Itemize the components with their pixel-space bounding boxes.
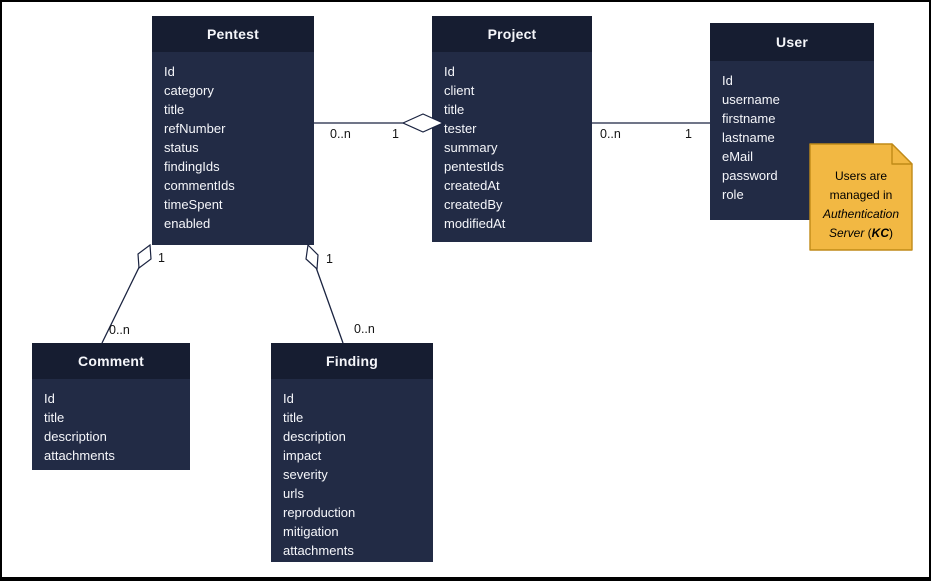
entity-field: eMail xyxy=(722,149,754,164)
entity-field: Id xyxy=(283,391,294,406)
entity-field: pentestIds xyxy=(444,159,504,174)
entity-field: description xyxy=(44,429,107,444)
entity-field: Id xyxy=(722,73,733,88)
entity-field: lastname xyxy=(722,130,775,145)
entity-comment-fields: Id title description attachments xyxy=(32,379,190,465)
cardinality-pentest-project-target: 1 xyxy=(392,127,399,141)
entity-field: reproduction xyxy=(283,505,356,520)
entity-field: mitigation xyxy=(283,524,339,539)
entity-field: impact xyxy=(283,448,322,463)
entity-pentest[interactable]: Pentest Id category title refNumber status fi… xyxy=(152,16,314,245)
entity-field: Id xyxy=(164,64,175,79)
entity-field: username xyxy=(722,92,780,107)
note-line: managed in xyxy=(829,188,893,202)
entity-pentest-fields: Id category title refNumber status findingIds… xyxy=(152,52,314,233)
entity-field: description xyxy=(283,429,346,444)
entity-field: commentIds xyxy=(164,178,235,193)
entity-field: findingIds xyxy=(164,159,220,174)
entity-user-title: User xyxy=(710,23,874,61)
entity-field: tester xyxy=(444,121,477,136)
aggregation-diamond-icon xyxy=(137,243,152,270)
entity-field: role xyxy=(722,187,744,202)
entity-finding[interactable]: Finding Id title description impact severity… xyxy=(271,343,433,562)
entity-field: createdBy xyxy=(444,197,503,212)
note-line: Authentication xyxy=(822,207,900,221)
entity-field: client xyxy=(444,83,475,98)
entity-field: refNumber xyxy=(164,121,226,136)
cardinality-project-user-target: 1 xyxy=(685,127,692,141)
entity-field: urls xyxy=(283,486,304,501)
cardinality-project-user-source: 0..n xyxy=(600,127,621,141)
entity-pentest-title: Pentest xyxy=(152,16,314,52)
entity-field: timeSpent xyxy=(164,197,223,212)
note-line: Users are xyxy=(834,169,887,183)
note-line: Server (KC) xyxy=(828,226,894,240)
entity-project[interactable]: Project Id client title tester summary pentes… xyxy=(432,16,592,242)
entity-finding-fields: Id title description impact severity urls repr… xyxy=(271,379,433,560)
entity-field: enabled xyxy=(164,216,211,231)
entity-field: title xyxy=(164,102,185,117)
entity-field: title xyxy=(444,102,465,117)
connector-pentest-finding[interactable] xyxy=(305,243,344,344)
entity-field: Id xyxy=(444,64,455,79)
entity-field: title xyxy=(283,410,304,425)
entity-field: firstname xyxy=(722,111,776,126)
sticky-note-text: Users are managed in Authentication Serv… xyxy=(810,167,912,243)
entity-finding-title: Finding xyxy=(271,343,433,379)
entity-field: category xyxy=(164,83,214,98)
entity-field: severity xyxy=(283,467,328,482)
aggregation-diamond-icon xyxy=(305,243,319,271)
entity-project-fields: Id client title tester summary pentestIds crea… xyxy=(432,52,592,233)
entity-field: title xyxy=(44,410,65,425)
entity-comment-title: Comment xyxy=(32,343,190,379)
note-fold-corner-icon xyxy=(891,143,913,165)
entity-field: Id xyxy=(44,391,55,406)
entity-user[interactable]: User Id username firstname lastname eMail pas… xyxy=(710,23,874,220)
entity-field: attachments xyxy=(283,543,354,558)
entity-field: createdAt xyxy=(444,178,500,193)
cardinality-pentest-project-source: 0..n xyxy=(330,127,351,141)
entity-comment[interactable]: Comment Id title description attachments xyxy=(32,343,190,470)
cardinality-pentest-finding-target: 0..n xyxy=(354,322,375,336)
cardinality-pentest-comment-target: 0..n xyxy=(109,323,130,337)
cardinality-pentest-finding-source: 1 xyxy=(326,252,333,266)
entity-user-fields: Id username firstname lastname eMail password… xyxy=(710,61,874,204)
entity-project-title: Project xyxy=(432,16,592,52)
entity-field: summary xyxy=(444,140,498,155)
cardinality-pentest-comment-source: 1 xyxy=(158,251,165,265)
entity-field: status xyxy=(164,140,199,155)
entity-field: attachments xyxy=(44,448,115,463)
entity-field: modifiedAt xyxy=(444,216,506,231)
entity-field: password xyxy=(722,168,778,183)
